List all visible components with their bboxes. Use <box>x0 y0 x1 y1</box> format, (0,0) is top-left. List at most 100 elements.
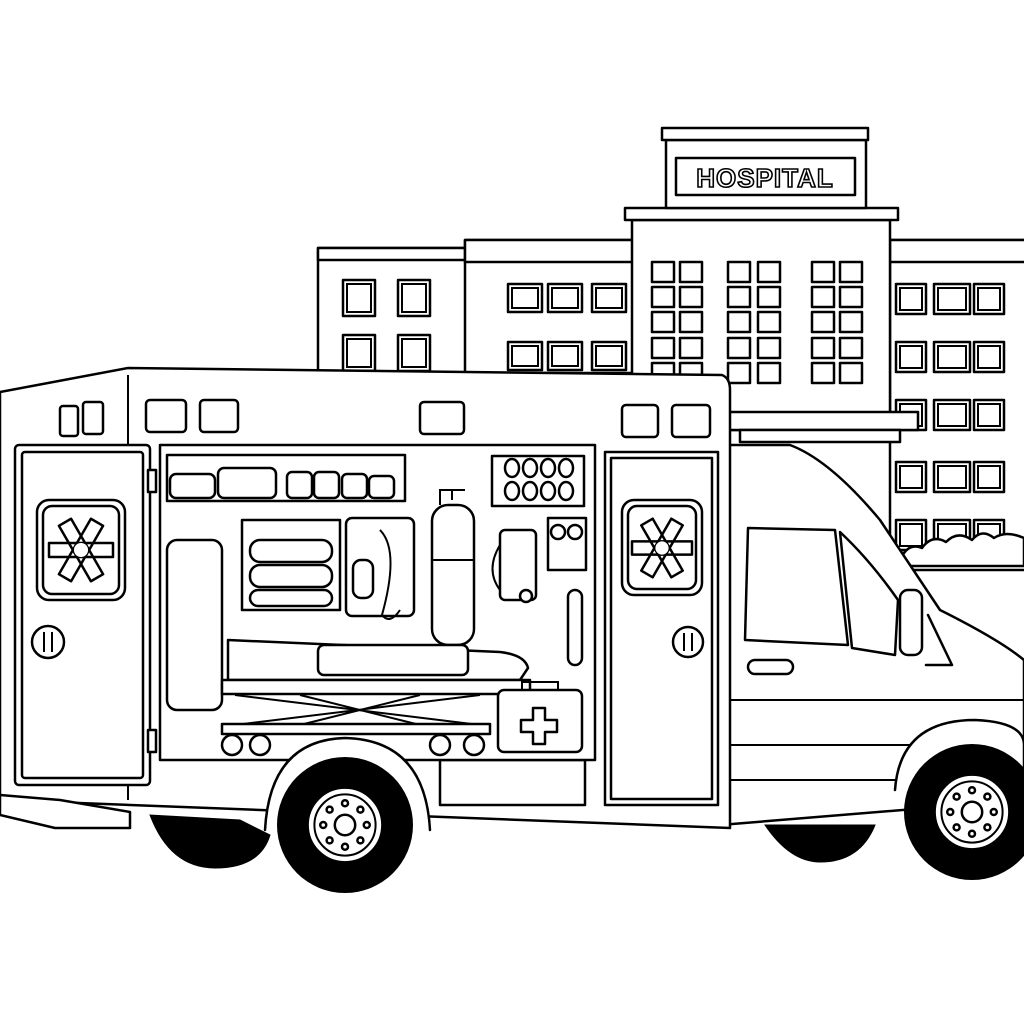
front-window <box>838 530 900 657</box>
window-pane <box>595 287 623 309</box>
lug-nut <box>952 792 961 801</box>
knob <box>539 457 557 479</box>
knob <box>557 457 575 479</box>
window <box>726 361 752 385</box>
window <box>678 336 704 360</box>
lug-nut <box>325 805 334 814</box>
window-pane <box>401 283 427 313</box>
first-aid-cross-icon <box>519 706 559 746</box>
window <box>838 260 864 284</box>
window-pane <box>346 283 372 313</box>
rear-step <box>0 793 132 830</box>
side-window <box>743 526 850 647</box>
window-pane <box>899 345 923 369</box>
lug-nut <box>945 807 955 817</box>
stretcher <box>220 638 532 757</box>
knob <box>521 457 539 479</box>
window <box>756 361 782 385</box>
hub <box>960 800 984 824</box>
hub <box>333 813 357 837</box>
window-pane <box>937 345 967 369</box>
window <box>810 336 836 360</box>
lug-nut <box>983 823 992 832</box>
window-pane <box>977 465 1001 489</box>
door-handle[interactable] <box>671 625 705 659</box>
hospital-windows <box>341 260 1006 552</box>
window <box>678 285 704 309</box>
window-pane <box>977 345 1001 369</box>
window <box>396 278 432 318</box>
left-wing <box>316 246 472 375</box>
window-pane <box>937 287 967 311</box>
lug-nut <box>967 829 977 839</box>
window <box>678 260 704 284</box>
hospital-sign-text: HOSPITAL <box>696 163 834 193</box>
star-center <box>655 541 669 555</box>
cab-door-handle[interactable] <box>746 658 795 676</box>
lug-nut <box>989 807 999 817</box>
window <box>756 336 782 360</box>
window <box>341 278 377 318</box>
window-pane <box>937 465 967 489</box>
window-pane <box>551 287 579 309</box>
window <box>726 260 752 284</box>
window <box>810 285 836 309</box>
window <box>810 260 836 284</box>
door-handle[interactable] <box>30 624 66 660</box>
wheels <box>149 736 1024 893</box>
wall-phone <box>498 528 538 602</box>
window <box>650 285 676 309</box>
window <box>650 310 676 334</box>
knob <box>539 480 557 502</box>
lug-nut <box>356 805 365 814</box>
shrubs <box>898 532 1024 568</box>
window-pane <box>977 403 1001 427</box>
attendant-seat <box>165 538 224 712</box>
window <box>726 336 752 360</box>
marker-light <box>144 398 188 434</box>
window <box>650 260 676 284</box>
star-of-life-icon <box>47 517 115 583</box>
window-pane <box>977 287 1001 311</box>
rim-inner <box>313 793 377 857</box>
window <box>678 310 704 334</box>
window-pane <box>511 345 539 367</box>
lug-nut <box>983 792 992 801</box>
star-center <box>73 542 89 558</box>
window-pane <box>551 345 579 367</box>
lug-nut <box>318 820 328 830</box>
lug-nut <box>356 836 365 845</box>
front-wheel <box>904 744 1024 880</box>
ambulance-interior <box>158 443 597 762</box>
rear-wheel <box>277 757 413 893</box>
window <box>650 336 676 360</box>
window-pane <box>899 287 923 311</box>
hospital-sign <box>674 156 857 197</box>
rim-inner <box>940 780 1004 844</box>
window <box>756 285 782 309</box>
panel-knobs <box>503 457 575 502</box>
knob <box>557 480 575 502</box>
side-door[interactable] <box>603 450 720 807</box>
window <box>756 310 782 334</box>
window-pane <box>595 345 623 367</box>
lug-nut <box>340 798 350 808</box>
window <box>838 336 864 360</box>
rear-door-open[interactable] <box>13 443 158 787</box>
lug-nut <box>362 820 372 830</box>
knob <box>503 480 521 502</box>
knob <box>521 480 539 502</box>
entrance-canopy <box>726 410 920 432</box>
window <box>756 260 782 284</box>
interior-handle <box>566 588 584 667</box>
window <box>838 285 864 309</box>
window <box>838 361 864 385</box>
oxygen-tank <box>430 503 476 647</box>
window-pane <box>937 403 967 427</box>
hidden-rear-wheel <box>149 814 271 869</box>
window-pane <box>511 287 539 309</box>
star-of-life-icon <box>630 517 694 579</box>
lug-nut <box>952 823 961 832</box>
window <box>838 310 864 334</box>
knob <box>503 457 521 479</box>
